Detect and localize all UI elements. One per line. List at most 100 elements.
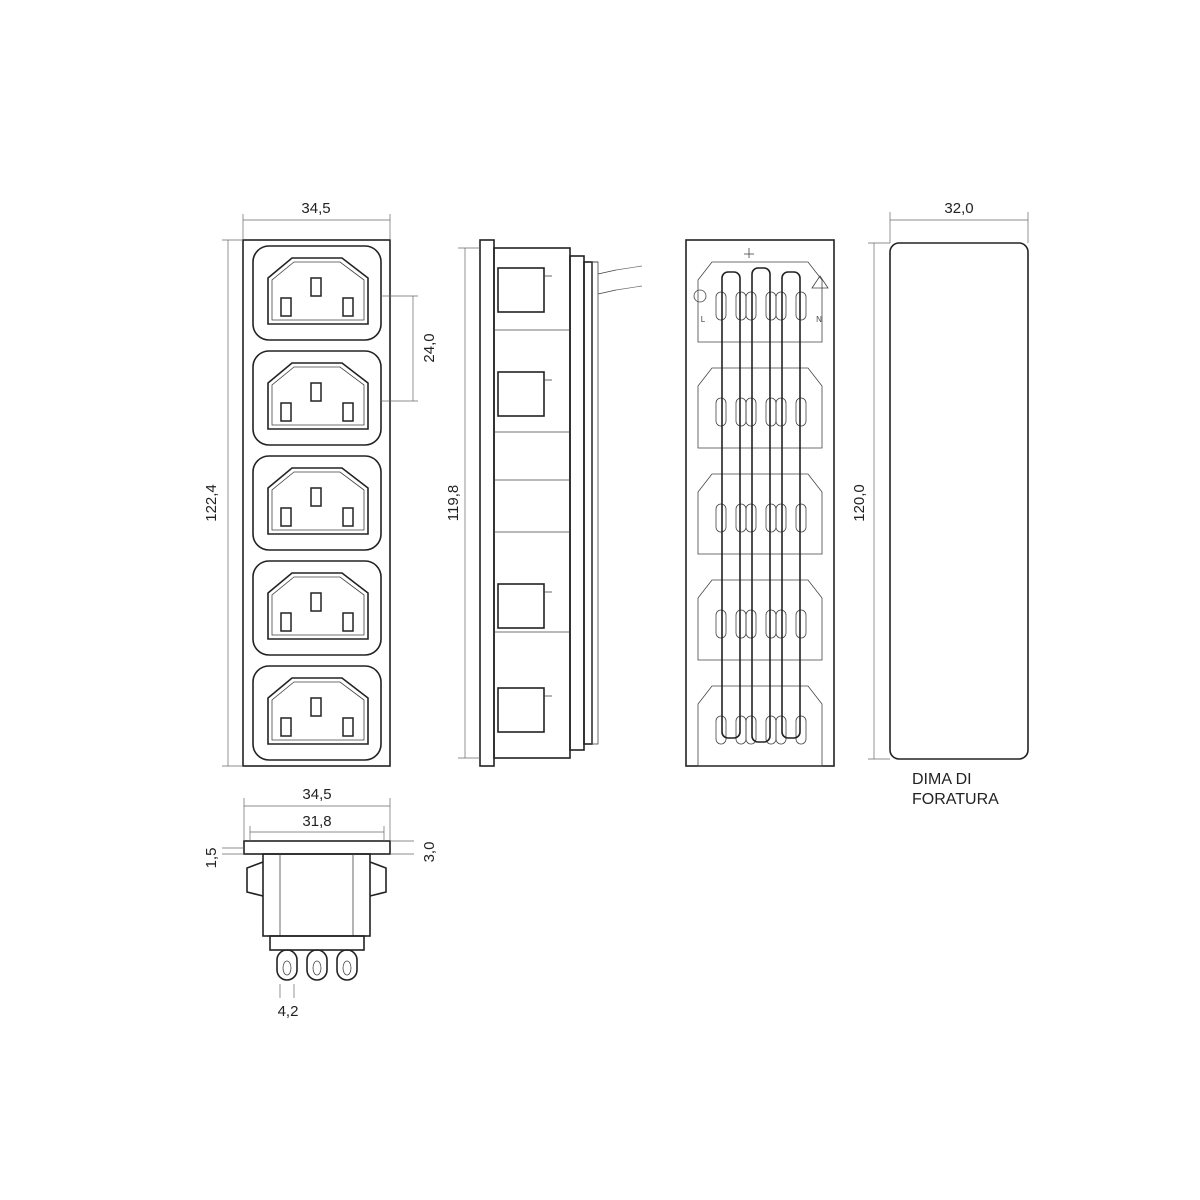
- side-latch: [497, 583, 545, 629]
- terminal: [306, 949, 328, 981]
- rear-contact-tab: [775, 609, 787, 639]
- terminal-group: [276, 949, 358, 981]
- earth-contact: [310, 487, 322, 507]
- rear-contact-tab: [765, 503, 777, 533]
- rear-contact-tab: [715, 397, 727, 427]
- outlet: [252, 350, 382, 446]
- rear-contact-tab: [795, 715, 807, 745]
- side-body: [493, 247, 571, 759]
- rear-contact-tab: [795, 397, 807, 427]
- rear-contact-tab: [775, 503, 787, 533]
- outlet-socket-inner: [271, 366, 365, 426]
- bottom-outer-width-label: 34,5: [302, 786, 331, 803]
- neutral-contact: [342, 612, 354, 632]
- flange-depth-label: 3,0: [421, 842, 438, 863]
- earth-contact: [310, 382, 322, 402]
- terminal: [276, 949, 298, 981]
- rear-view: L N: [685, 239, 835, 767]
- terminal-width-label: 4,2: [278, 1003, 299, 1020]
- outlet-frame: [252, 350, 382, 446]
- cutout-caption-line1: DIMA DI: [912, 771, 972, 788]
- rear-contact-tab: [745, 397, 757, 427]
- front-width-label: 34,5: [301, 200, 330, 217]
- rear-contact-tab: [745, 291, 757, 321]
- rear-outlet-outline: [697, 473, 823, 555]
- side-latch: [497, 687, 545, 733]
- outlet-frame: [252, 245, 382, 341]
- outlet: [252, 665, 382, 761]
- cutout-height-label: 120,0: [851, 484, 868, 522]
- pin: [597, 289, 617, 295]
- earth-contact: [310, 592, 322, 612]
- bottom-inner-width-label: 31,8: [302, 813, 331, 830]
- outlet: [252, 245, 382, 341]
- neutral-contact: [342, 402, 354, 422]
- front-height-label: 122,4: [203, 484, 220, 522]
- neutral-contact: [342, 507, 354, 527]
- rear-contact-tab: [745, 715, 757, 745]
- side-latch: [497, 267, 545, 313]
- side-view: 119,8: [445, 239, 643, 767]
- neutral-contact: [342, 717, 354, 737]
- terminal-hole: [342, 960, 352, 976]
- rear-contact-tab: [795, 609, 807, 639]
- marking-line: L: [701, 315, 706, 324]
- outlet-frame: [252, 560, 382, 656]
- rear-contact-tab: [735, 503, 747, 533]
- cutout-view: 32,0 120,0 DIMA DI FORATURA: [851, 200, 1029, 808]
- terminal-hole: [312, 960, 322, 976]
- rear-outlet-outline: [697, 367, 823, 449]
- pin-leader: [615, 265, 643, 271]
- outlet-socket: [267, 677, 369, 745]
- rear-contact-tab: [735, 609, 747, 639]
- outlet-socket: [267, 572, 369, 640]
- rear-contact-tab: [715, 715, 727, 745]
- rear-contact-tab: [795, 291, 807, 321]
- neutral-contact: [342, 297, 354, 317]
- outlet-socket: [267, 257, 369, 325]
- bottom-rear-block: [269, 935, 365, 951]
- rear-body: [685, 239, 835, 767]
- front-body: [242, 239, 391, 767]
- rear-contact-tab: [765, 715, 777, 745]
- terminal: [336, 949, 358, 981]
- bottom-body: [262, 853, 371, 937]
- outlet-socket: [267, 362, 369, 430]
- rear-contact-tab: [765, 397, 777, 427]
- pin-leader: [615, 285, 643, 291]
- outlet-frame: [252, 455, 382, 551]
- terminal-hole: [282, 960, 292, 976]
- rear-contact-tab: [775, 291, 787, 321]
- outlet-socket-inner: [271, 576, 365, 636]
- line-contact: [280, 612, 292, 632]
- line-contact: [280, 507, 292, 527]
- side-pcb-edge: [591, 261, 599, 745]
- bottom-latch-right: [369, 861, 387, 897]
- rear-contact-tab: [735, 397, 747, 427]
- rear-contact-tab: [715, 503, 727, 533]
- outlet: [252, 455, 382, 551]
- outlet-socket: [267, 467, 369, 535]
- rear-outlet-outline: [697, 685, 823, 767]
- rear-contact-tab: [715, 609, 727, 639]
- side-flange: [479, 239, 495, 767]
- side-latch: [497, 371, 545, 417]
- front-view: 34,5 122,4 24,0: [203, 200, 438, 767]
- side-latch-group: [494, 267, 570, 733]
- marking-neutral: N: [816, 315, 822, 324]
- earth-contact: [310, 277, 322, 297]
- cutout-width-label: 32,0: [944, 200, 973, 217]
- side-pcb: [583, 261, 593, 745]
- earth-contact: [310, 697, 322, 717]
- bus-bar-neutral: [781, 271, 801, 739]
- pitch-label: 24,0: [421, 333, 438, 362]
- bottom-flange: [243, 840, 391, 855]
- rear-contact-tab: [775, 397, 787, 427]
- certification-mark-icon: [693, 289, 707, 303]
- bottom-view: 34,5 31,8 1,5 3,0 4,2: [203, 786, 438, 1020]
- pin: [597, 269, 617, 275]
- rear-contact-tab: [795, 503, 807, 533]
- outlet-socket-inner: [271, 681, 365, 741]
- bus-bar-earth: [751, 267, 771, 743]
- rear-contact-tab: [745, 609, 757, 639]
